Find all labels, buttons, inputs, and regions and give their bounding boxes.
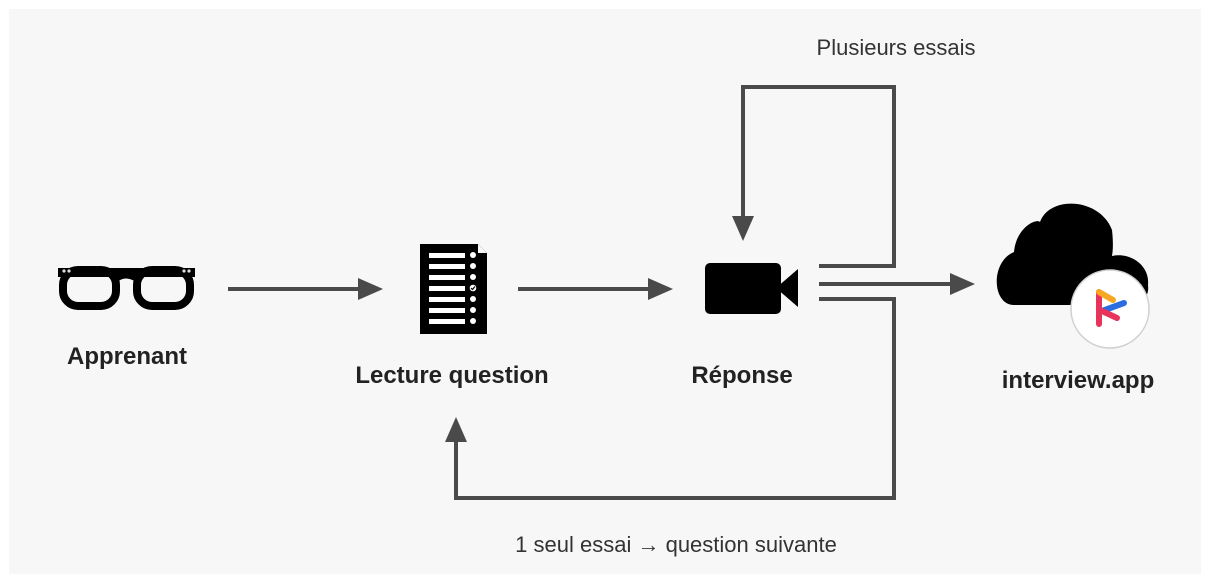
- video-camera-icon: [705, 263, 798, 314]
- node-label-learner: Apprenant: [67, 343, 187, 370]
- arrow-next-question-loop: [445, 297, 896, 500]
- document-list-icon: [420, 244, 487, 334]
- cloud-logo-icon: [996, 203, 1150, 349]
- edge-label-retry: Plusieurs essais: [816, 35, 976, 60]
- arrow-retry-loop: [732, 85, 896, 268]
- arrow-learner-to-reading: [228, 278, 383, 300]
- edge-label-single: 1 seul essai → question suivante: [515, 532, 837, 557]
- glasses-icon: [58, 266, 195, 310]
- interview-app-logo-icon: [1096, 289, 1127, 327]
- arrow-answer-to-platform: [819, 273, 975, 295]
- node-label-answer: Réponse: [691, 362, 793, 389]
- node-label-reading: Lecture question: [355, 362, 549, 389]
- arrow-reading-to-answer: [518, 278, 673, 300]
- node-label-platform: interview.app: [1001, 367, 1155, 394]
